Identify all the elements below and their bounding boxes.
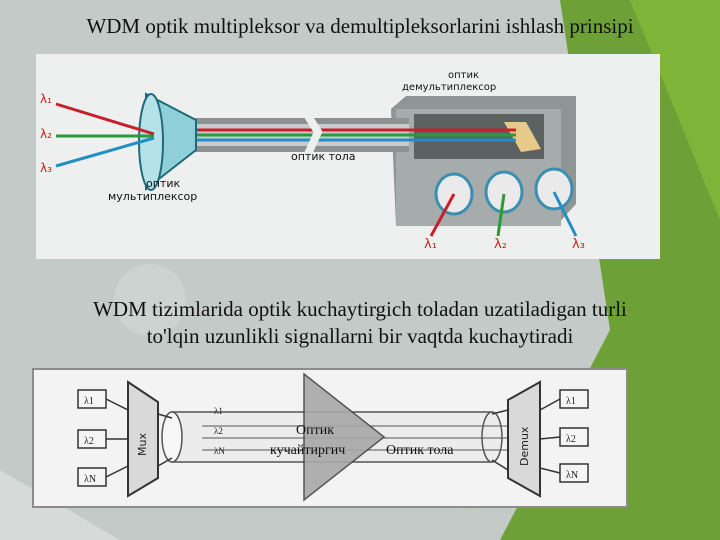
lambda2-input-label: λ₂ <box>40 127 52 141</box>
fiber-lambdaN: λN <box>214 446 225 456</box>
lambda3-output-label: λ₃ <box>572 237 585 252</box>
caption-line1: WDM tizimlarida optik kuchaytirgich tola… <box>93 297 627 321</box>
lambda2-output-label: λ₂ <box>494 237 507 252</box>
input-lambdaN: λN <box>84 474 96 485</box>
input-boxes <box>77 389 129 487</box>
amplifier-label-line2: кучайтиргич <box>270 443 345 458</box>
wdm-amplifier-diagram: λ1 λ2 λN Mux λ1 λ2 λN Оптик кучайтиргич … <box>32 368 628 508</box>
lambda3-input-label: λ₃ <box>40 161 52 175</box>
mux-label-line1: оптик <box>146 177 180 190</box>
demux-ports <box>434 167 574 216</box>
wdm-mux-demux-diagram: λ₁ λ₂ λ₃ оптик мультиплексор оптик тола … <box>36 54 660 259</box>
lambda1-input-label: λ₁ <box>40 92 52 106</box>
output-lambda1: λ1 <box>566 396 576 407</box>
caption-line2: to'lqin uzunlikli signallarni bir vaqtda… <box>146 324 574 348</box>
lambda1-input-line <box>55 102 155 136</box>
fiber-lambda1: λ1 <box>214 406 223 416</box>
output-boxes <box>539 389 589 483</box>
slide-title: WDM optik multipleksor va demultipleksor… <box>86 14 634 38</box>
lambda3-input-line <box>55 136 155 168</box>
demux-block <box>507 380 541 498</box>
lambda1-output-label: λ₁ <box>424 237 437 252</box>
input-lambda2: λ2 <box>84 436 94 447</box>
lambda1-output-line <box>429 193 456 237</box>
optical-amplifier <box>303 372 386 502</box>
mux-label: Mux <box>136 433 149 456</box>
output-lambdaN: λN <box>566 470 578 481</box>
demux-label: Demux <box>518 426 531 466</box>
fiber-label: Оптик тола <box>386 443 454 458</box>
lambda3-output-line <box>552 191 578 237</box>
amplifier-label-line1: Оптик <box>296 423 334 438</box>
fiber-lambda2: λ2 <box>214 426 223 436</box>
mux-funnel <box>138 92 197 192</box>
demux-label-line1: оптик <box>448 70 479 81</box>
mux-block <box>127 380 159 498</box>
optical-fiber-cable <box>194 113 516 156</box>
fiber-label: оптик тола <box>291 150 356 163</box>
output-lambda2: λ2 <box>566 434 576 445</box>
input-lambda1: λ1 <box>84 396 94 407</box>
lambda2-output-line <box>496 193 506 237</box>
demux-label-line2: демультиплексор <box>402 82 496 93</box>
mux-label-line2: мультиплексор <box>108 190 197 203</box>
